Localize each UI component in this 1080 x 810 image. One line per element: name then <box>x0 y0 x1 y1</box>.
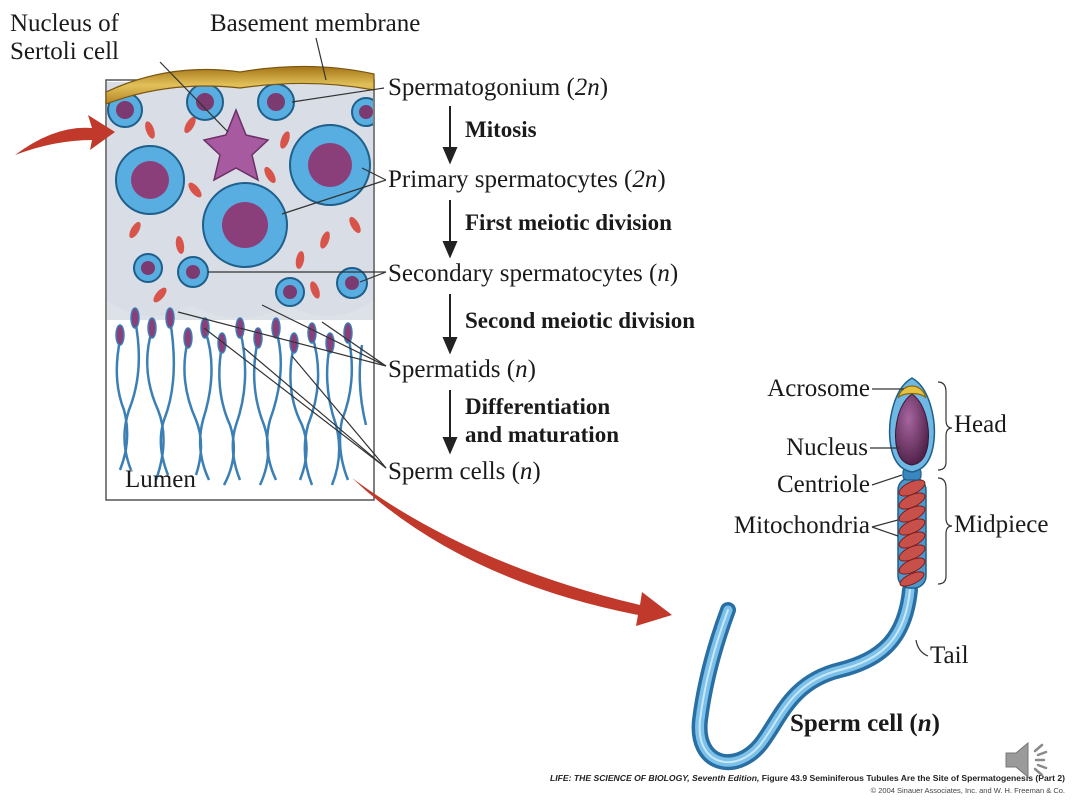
speaker-icon[interactable] <box>1000 735 1060 785</box>
stage-spermatogonium: Spermatogonium (2n) <box>388 74 609 101</box>
stage-spermatids: Spermatids (n) <box>388 356 536 383</box>
label-tail: Tail <box>930 642 969 669</box>
copyright-text: © 2004 Sinauer Associates, Inc. and W. H… <box>871 786 1065 795</box>
tissue-leader-lines <box>159 37 387 469</box>
label-mitochondria: Mitochondria <box>733 512 870 539</box>
label-nucleus-line-2: Sertoli cell <box>10 38 119 65</box>
spermatogonia <box>107 83 373 128</box>
citation-text: LIFE: THE SCIENCE OF BIOLOGY, Seventh Ed… <box>550 773 1065 783</box>
label-nucleus-of-sertoli-cell: Nucleus of Sertoli cell <box>10 10 119 66</box>
citation-footer: LIFE: THE SCIENCE OF BIOLOGY, Seventh Ed… <box>550 773 1065 795</box>
label-nucleus-line-1: Nucleus of <box>10 10 119 37</box>
enlargement-arrow <box>352 478 672 626</box>
label-basement-membrane: Basement membrane <box>210 10 421 37</box>
entry-arrow <box>15 115 115 155</box>
label-nucleus: Nucleus <box>786 434 868 461</box>
label-centriole: Centriole <box>776 471 870 498</box>
sperm-cell-caption: Sperm cell (n) <box>790 710 940 737</box>
process-differentiation: Differentiation <box>465 394 611 419</box>
stage-sperm-cells: Sperm cells (n) <box>388 458 541 485</box>
secondary-spermatocytes <box>133 253 368 307</box>
label-lumen: Lumen <box>125 466 196 493</box>
process-first-meiotic-division: First meiotic division <box>465 210 672 235</box>
sertoli-nucleus <box>202 107 270 182</box>
sperm-tails <box>115 319 368 486</box>
label-acrosome: Acrosome <box>767 375 870 402</box>
process-and-maturation: and maturation <box>465 422 619 447</box>
sperm-cell-illustration <box>691 377 953 771</box>
process-mitosis: Mitosis <box>465 117 537 142</box>
label-head: Head <box>954 411 1007 438</box>
label-midpiece: Midpiece <box>954 511 1049 538</box>
primary-spermatocytes <box>115 124 371 268</box>
stage-secondary-spermatocytes: Secondary spermatocytes (n) <box>388 260 679 287</box>
process-arrows <box>442 106 458 455</box>
process-second-meiotic-division: Second meiotic division <box>465 308 696 333</box>
seminiferous-tubule-section <box>105 65 375 501</box>
acrosome <box>897 385 927 399</box>
sperm-nucleus <box>895 393 929 466</box>
mitochondria <box>898 479 926 587</box>
stage-primary-spermatocytes: Primary spermatocytes (2n) <box>388 166 666 193</box>
